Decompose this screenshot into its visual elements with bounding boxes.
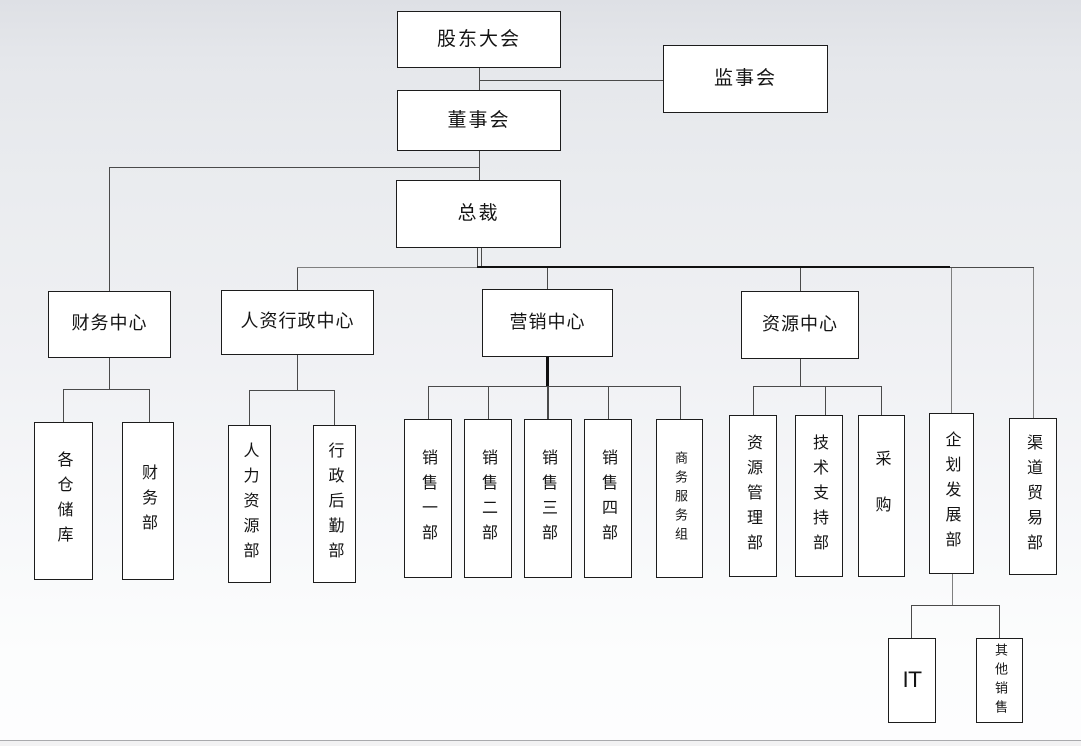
connector [950, 267, 1034, 268]
org-node-sales-dept-3[interactable]: 销售三部 [524, 419, 572, 578]
connector [608, 386, 609, 419]
org-node-it[interactable]: IT [888, 638, 936, 723]
connector [911, 605, 912, 638]
connector [297, 355, 298, 390]
node-label: 营销中心 [509, 311, 586, 333]
connector [951, 268, 952, 413]
node-label: 技术支持部 [810, 433, 829, 559]
node-label: 其他销售 [992, 642, 1007, 719]
node-label: 各仓储库 [54, 451, 74, 551]
org-node-other-sales[interactable]: 其他销售 [976, 638, 1023, 723]
connector [479, 67, 480, 90]
connector [753, 386, 754, 415]
org-node-sales-dept-1[interactable]: 销售一部 [404, 419, 452, 578]
org-node-finance-dept[interactable]: 财务部 [122, 422, 174, 580]
node-label: 销售二部 [479, 448, 498, 549]
org-node-hr-dept[interactable]: 人力资源部 [228, 425, 271, 583]
connector [479, 151, 480, 180]
connector [149, 389, 150, 422]
org-node-shareholders-meeting[interactable]: 股东大会 [397, 11, 561, 68]
org-node-marketing-center[interactable]: 营销中心 [482, 289, 613, 357]
connector [999, 605, 1000, 638]
node-label: 采购 [872, 450, 892, 542]
node-label: 销售一部 [419, 448, 438, 549]
connector [428, 386, 680, 387]
connector [800, 268, 801, 291]
node-label: 资源管理部 [744, 433, 763, 559]
connector [825, 386, 826, 415]
node-label: 监事会 [713, 67, 777, 90]
connector [480, 80, 663, 81]
org-node-business-service-group[interactable]: 商务服务组 [656, 419, 703, 578]
connector [249, 390, 250, 425]
node-label: 财务中心 [71, 313, 148, 335]
node-label: 资源中心 [762, 313, 838, 335]
connector [477, 266, 950, 268]
connector [1033, 268, 1034, 418]
org-node-warehouses[interactable]: 各仓储库 [34, 422, 93, 580]
connector [800, 359, 801, 386]
connector [249, 390, 334, 391]
connector [546, 357, 549, 386]
connector [477, 248, 478, 268]
org-node-procurement[interactable]: 采购 [858, 415, 905, 577]
connector [297, 267, 478, 268]
connector [63, 389, 64, 422]
org-node-resource-mgmt-dept[interactable]: 资源管理部 [729, 415, 777, 577]
node-label: 财务部 [139, 463, 158, 539]
connector [753, 386, 881, 387]
connector [547, 268, 548, 289]
node-label: 企划发展部 [942, 431, 962, 556]
node-label: 总裁 [457, 202, 500, 225]
node-label: 股东大会 [436, 27, 521, 50]
org-node-president[interactable]: 总裁 [396, 180, 561, 248]
org-node-board-of-directors[interactable]: 董事会 [397, 90, 561, 151]
node-label: 销售四部 [599, 448, 618, 549]
connector [481, 248, 482, 268]
connector [680, 386, 681, 419]
node-label: 董事会 [447, 108, 511, 131]
node-label: 人资行政中心 [240, 311, 355, 333]
connector [109, 358, 110, 389]
page-edge-area [0, 741, 1081, 746]
connector [881, 386, 882, 415]
node-label: 销售三部 [539, 448, 558, 549]
org-node-sales-dept-2[interactable]: 销售二部 [464, 419, 512, 578]
connector [488, 386, 489, 419]
connector [952, 574, 953, 605]
node-label: IT [902, 668, 922, 693]
node-label: 渠道贸易部 [1024, 434, 1043, 559]
connector [109, 167, 110, 291]
node-label: 商务服务组 [672, 451, 687, 546]
org-node-tech-support-dept[interactable]: 技术支持部 [795, 415, 843, 577]
connector [547, 386, 549, 419]
page-edge-divider [0, 740, 1081, 741]
connector [428, 386, 429, 419]
org-node-sales-dept-4[interactable]: 销售四部 [584, 419, 632, 578]
org-node-resource-center[interactable]: 资源中心 [741, 291, 859, 359]
org-node-admin-logistics-dept[interactable]: 行政后勤部 [313, 425, 356, 583]
org-node-planning-dev-dept[interactable]: 企划发展部 [929, 413, 974, 574]
node-label: 行政后勤部 [325, 441, 345, 567]
connector [109, 167, 480, 168]
connector [334, 390, 335, 425]
connector [297, 268, 298, 290]
org-node-channel-trade-dept[interactable]: 渠道贸易部 [1009, 418, 1057, 575]
org-node-supervisory-board[interactable]: 监事会 [663, 45, 828, 113]
org-node-finance-center[interactable]: 财务中心 [48, 291, 171, 358]
node-label: 人力资源部 [240, 441, 260, 567]
org-node-hr-admin-center[interactable]: 人资行政中心 [221, 290, 374, 355]
connector [911, 605, 999, 606]
connector [63, 389, 150, 390]
